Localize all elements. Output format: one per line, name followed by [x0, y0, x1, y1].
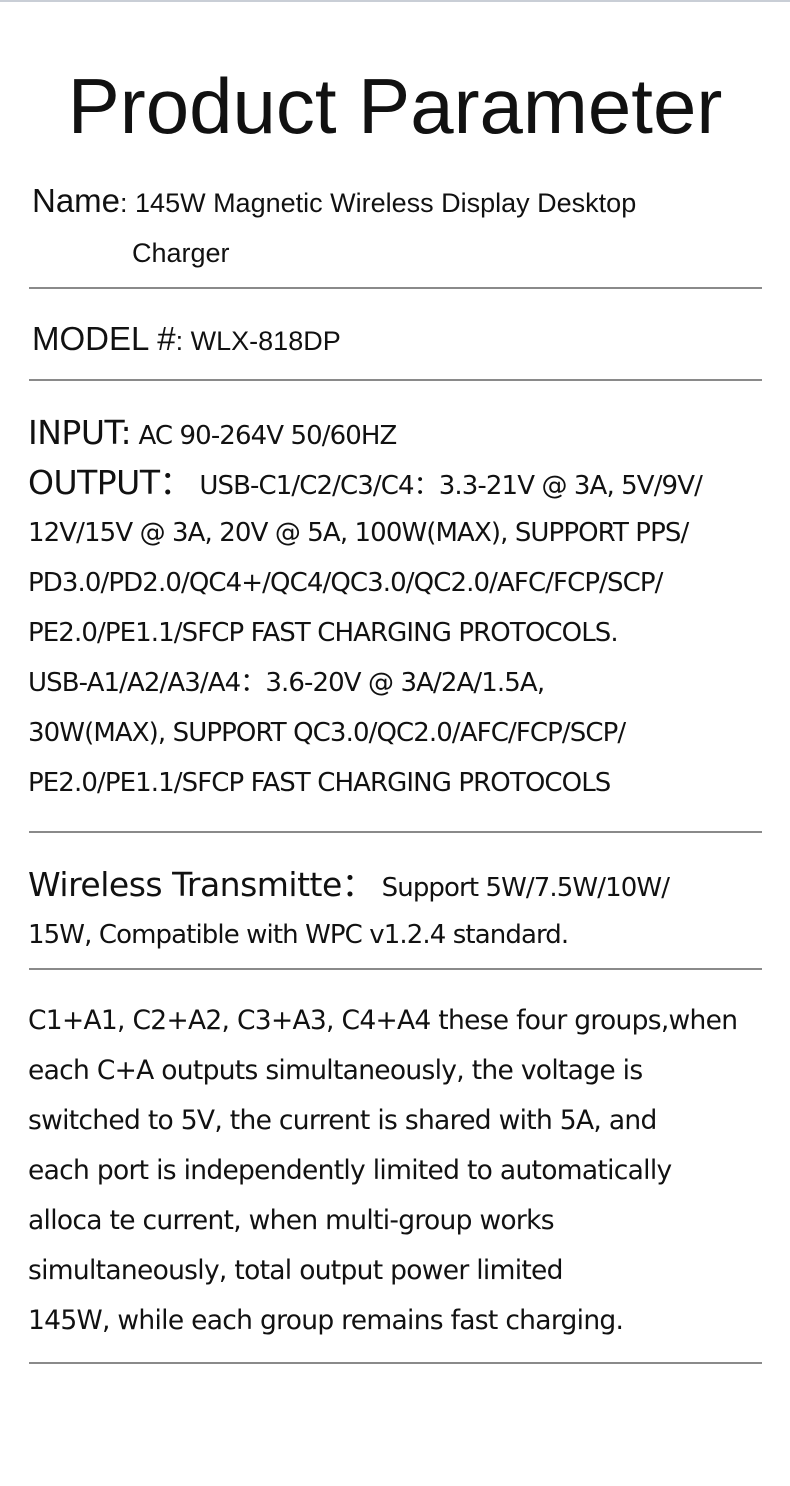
divider-5 [29, 1362, 762, 1364]
output-line: PE2.0/PE1.1/SFCP FAST CHARGING PROTOCOLS… [28, 618, 619, 648]
note-line: C1+A1, C2+A2, C3+A3, C4+A4 these four gr… [28, 1005, 738, 1036]
output-line: 30W(MAX), SUPPORT QC3.0/QC2.0/AFC/FCP/SC… [28, 718, 626, 748]
input-row: INPUT: AC 90-264V 50/60HZ [28, 408, 763, 458]
output-row: OUTPUT： USB-C1/C2/C3/C4：3.3-21V @ 3A, 5V… [28, 458, 763, 508]
name-value-line-2: Charger [132, 238, 230, 268]
model-label: MODEL # [32, 320, 176, 357]
output-label: OUTPUT： [28, 463, 193, 502]
model-row: MODEL #: WLX-818DP [32, 316, 341, 369]
note-line: switched to 5V, the current is shared wi… [28, 1105, 657, 1136]
output-line: PD3.0/PD2.0/QC4+/QC4/QC3.0/QC2.0/AFC/FCP… [28, 568, 663, 598]
note-line: each C+A outputs simultaneously, the vol… [28, 1055, 643, 1086]
output-line: PE2.0/PE1.1/SFCP FAST CHARGING PROTOCOLS [28, 768, 611, 798]
power-sharing-note: C1+A1, C2+A2, C3+A3, C4+A4 these four gr… [28, 996, 763, 1346]
input-label: INPUT: [28, 413, 132, 452]
divider-3 [29, 831, 762, 833]
note-line: 145W, while each group remains fast char… [28, 1305, 624, 1336]
divider-4 [29, 968, 762, 970]
name-value-line-1: : 145W Magnetic Wireless Display Desktop [120, 188, 637, 218]
note-line: simultaneously, total output power limit… [28, 1255, 563, 1286]
name-label: Name [32, 182, 121, 219]
power-spec-section: INPUT: AC 90-264V 50/60HZ OUTPUT： USB-C1… [28, 408, 763, 808]
divider-2 [29, 379, 762, 381]
note-line: each port is independently limited to au… [28, 1155, 672, 1186]
model-value: : WLX-818DP [175, 326, 341, 356]
wireless-label: Wireless Transmitte： [28, 865, 375, 904]
wireless-value-line-1: Support 5W/7.5W/10W/ [374, 873, 670, 903]
output-line: USB-A1/A2/A3/A4：3.6-20V @ 3A/2A/1.5A, [28, 668, 545, 698]
wireless-row: Wireless Transmitte： Support 5W/7.5W/10W… [28, 860, 763, 910]
output-line: 12V/15V @ 3A, 20V @ 5A, 100W(MAX), SUPPO… [28, 518, 689, 548]
wireless-value-line-2: 15W, Compatible with WPC v1.2.4 standard… [28, 920, 569, 950]
name-row: Name: 145W Magnetic Wireless Display Des… [32, 178, 752, 278]
divider-1 [29, 287, 762, 289]
top-border [0, 0, 790, 2]
note-line: alloca te current, when multi-group work… [28, 1205, 555, 1236]
page-title: Product Parameter [67, 62, 723, 150]
wireless-section: Wireless Transmitte： Support 5W/7.5W/10W… [28, 860, 763, 960]
output-value-line-1: USB-C1/C2/C3/C4：3.3-21V @ 3A, 5V/9V/ [192, 471, 702, 501]
input-value: AC 90-264V 50/60HZ [131, 421, 397, 451]
